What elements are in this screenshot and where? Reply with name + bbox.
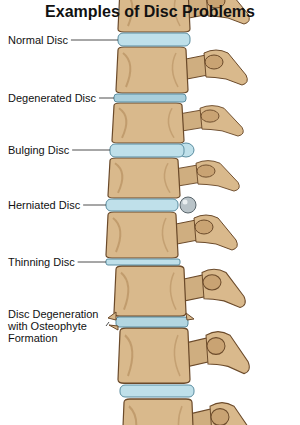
discs [106,33,196,397]
disc-label: Bulging Disc [8,144,69,156]
leader-lines [71,40,118,326]
disc-label: Degenerated Disc [8,92,96,104]
disc-label: Disc Degeneration with Osteophyte Format… [8,308,103,344]
leader-line [78,262,106,263]
leader-line [72,150,110,151]
diagram-title: Examples of Disc Problems [0,3,300,21]
leader-line [83,205,106,206]
leader-line [71,40,118,41]
disc-label: Thinning Disc [8,256,75,268]
disc-label: Herniated Disc [8,199,80,211]
leader-line [99,98,114,99]
disc-label: Normal Disc [8,34,68,46]
leader-line [106,322,109,326]
vertebrae [106,0,253,425]
